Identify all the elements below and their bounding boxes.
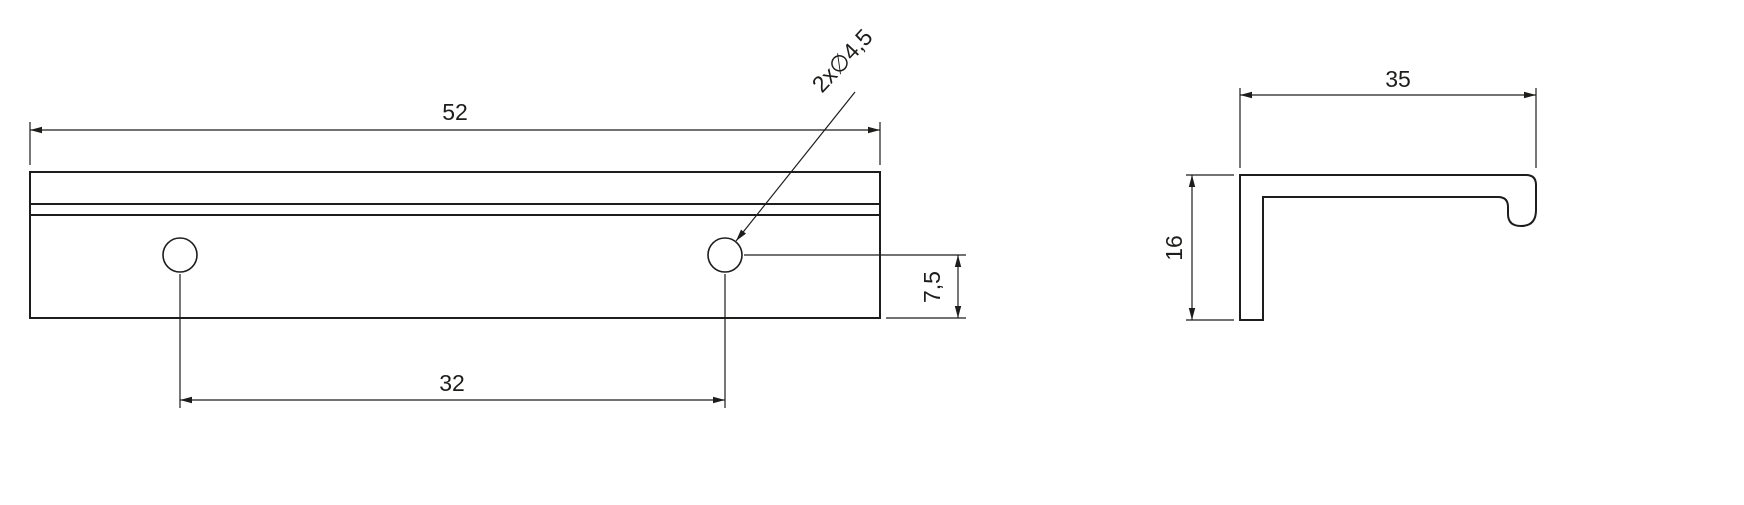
hole-callout-label: 2x∅4,5 <box>807 24 878 98</box>
mounting-hole-right <box>707 237 743 273</box>
dimension-label-width: 52 <box>442 99 468 125</box>
dimension-depth-35: 35 <box>1239 66 1537 168</box>
dimension-hole-offset-7-5: 7,5 <box>744 254 966 319</box>
hole-callout: 2x∅4,5 <box>735 24 878 242</box>
side-view-dimensions: 35 16 <box>1161 66 1537 321</box>
dimension-hole-spacing-32: 32 <box>179 274 726 408</box>
dimension-width-52: 52 <box>29 99 881 165</box>
dimension-label-hole-offset: 7,5 <box>919 271 945 303</box>
side-view <box>1239 174 1537 321</box>
leader-line <box>735 91 856 242</box>
mounting-hole-left <box>162 237 198 273</box>
side-view-profile-outline <box>1239 174 1537 321</box>
dimension-label-depth: 35 <box>1385 66 1411 92</box>
front-view <box>29 171 881 319</box>
dimension-label-hole-spacing: 32 <box>439 370 465 396</box>
dimension-height-16: 16 <box>1161 174 1234 321</box>
front-view-body-outline <box>29 171 881 319</box>
dimension-label-height: 16 <box>1161 235 1187 261</box>
